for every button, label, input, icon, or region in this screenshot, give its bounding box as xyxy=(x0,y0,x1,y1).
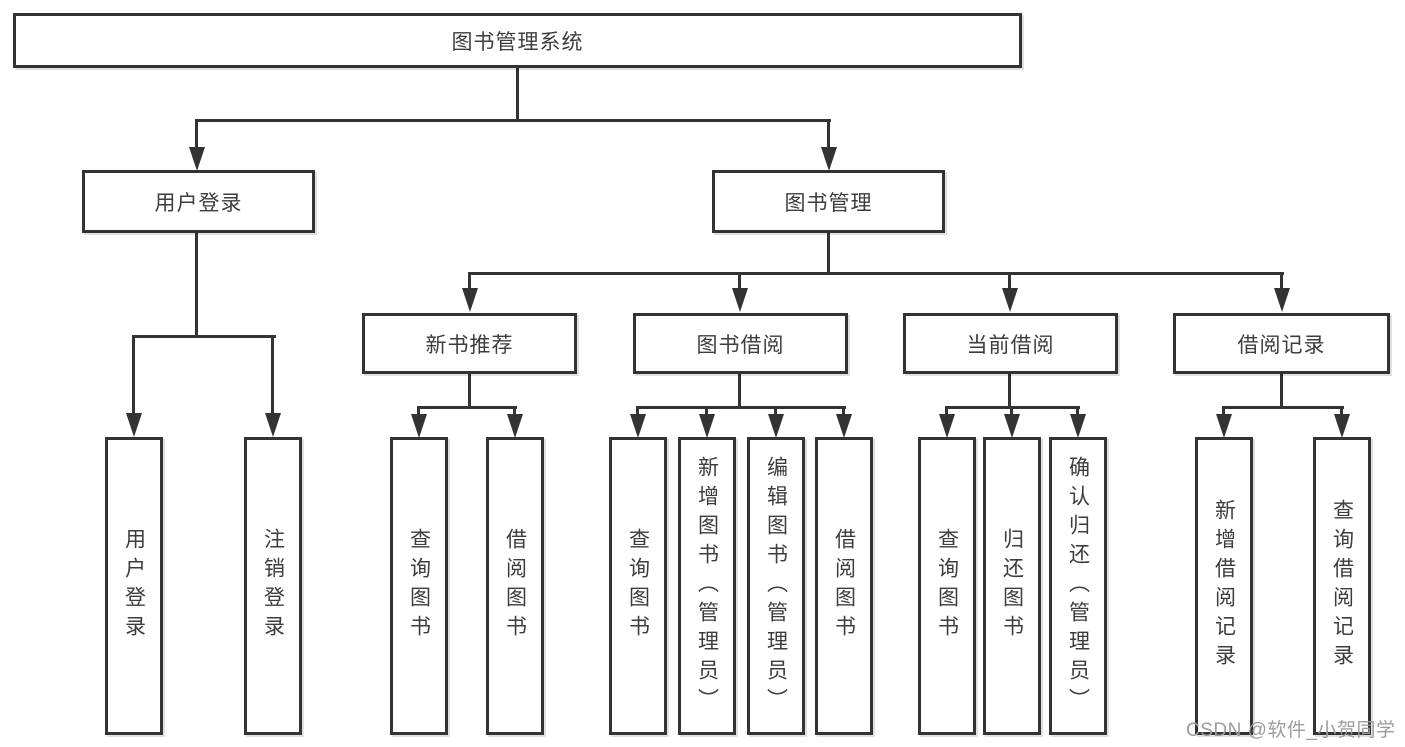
connector-line xyxy=(417,406,517,409)
leaf-newbook-borrow-books-label: 借阅图书 xyxy=(503,528,527,644)
leaf-newbook-query-books-label: 查询图书 xyxy=(407,528,431,644)
connector-line xyxy=(827,231,830,274)
connector-line xyxy=(705,406,708,416)
arrow-down-icon xyxy=(1334,414,1350,438)
arrow-down-icon xyxy=(507,414,523,438)
node-current-borrow-label: 当前借阅 xyxy=(966,333,1055,357)
node-book-borrow-label: 图书借阅 xyxy=(696,333,785,357)
connector-line xyxy=(842,406,845,416)
leaf-confirm-return-admin: 确认归还（管理员） xyxy=(1049,437,1107,735)
arrow-down-icon xyxy=(939,414,955,438)
leaf-user-login: 用户登录 xyxy=(105,437,163,735)
leaf-newbook-query-books: 查询图书 xyxy=(390,437,448,735)
connector-line xyxy=(195,119,198,149)
leaf-add-book-admin-label: 新增图书（管理员） xyxy=(695,455,719,717)
connector-line xyxy=(738,372,741,408)
leaf-borrow-query-books: 查询图书 xyxy=(609,437,667,735)
node-book-borrow: 图书借阅 xyxy=(633,313,848,374)
root-node-label: 图书管理系统 xyxy=(451,30,584,54)
arrow-down-icon xyxy=(768,414,784,438)
connector-line xyxy=(1280,272,1283,290)
connector-line xyxy=(1280,372,1283,408)
connector-line xyxy=(195,231,198,337)
arrow-down-icon xyxy=(1274,288,1290,312)
leaf-borrow-query-books-label: 查询图书 xyxy=(626,528,650,644)
connector-line xyxy=(738,272,741,290)
leaf-current-query-books: 查询图书 xyxy=(918,437,976,735)
connector-line xyxy=(1340,406,1343,416)
leaf-borrow-books: 借阅图书 xyxy=(815,437,873,735)
leaf-query-borrow-record-label: 查询借阅记录 xyxy=(1330,499,1354,673)
connector-line xyxy=(827,119,830,149)
connector-line xyxy=(636,406,639,416)
leaf-add-book-admin: 新增图书（管理员） xyxy=(678,437,736,735)
connector-line xyxy=(1076,406,1079,416)
connector-line xyxy=(132,335,276,338)
node-book-management: 图书管理 xyxy=(712,170,945,233)
leaf-return-books-label: 归还图书 xyxy=(1000,528,1024,644)
arrow-down-icon xyxy=(1004,414,1020,438)
leaf-confirm-return-admin-label: 确认归还（管理员） xyxy=(1066,455,1090,717)
leaf-add-borrow-record-label: 新增借阅记录 xyxy=(1212,499,1236,673)
root-node-library-system: 图书管理系统 xyxy=(13,13,1022,68)
leaf-borrow-books-label: 借阅图书 xyxy=(832,528,856,644)
node-book-management-label: 图书管理 xyxy=(784,191,873,215)
arrow-down-icon xyxy=(1070,414,1086,438)
connector-line xyxy=(468,372,471,408)
leaf-user-login-label: 用户登录 xyxy=(122,528,146,644)
arrow-down-icon xyxy=(126,413,142,437)
leaf-logout: 注销登录 xyxy=(244,437,302,735)
connector-line xyxy=(1222,406,1225,416)
arrow-down-icon xyxy=(732,288,748,312)
leaf-edit-book-admin-label: 编辑图书（管理员） xyxy=(764,455,788,717)
leaf-newbook-borrow-books: 借阅图书 xyxy=(486,437,544,735)
connector-line xyxy=(468,272,1284,275)
leaf-edit-book-admin: 编辑图书（管理员） xyxy=(747,437,805,735)
connector-line xyxy=(1010,406,1013,416)
arrow-down-icon xyxy=(821,147,837,171)
leaf-logout-label: 注销登录 xyxy=(261,528,285,644)
arrow-down-icon xyxy=(265,413,281,437)
connector-line xyxy=(417,406,420,416)
connector-line xyxy=(516,66,519,119)
node-borrow-record-label: 借阅记录 xyxy=(1237,333,1326,357)
arrow-down-icon xyxy=(462,288,478,312)
leaf-current-query-books-label: 查询图书 xyxy=(935,528,959,644)
connector-line xyxy=(468,272,471,290)
csdn-watermark: CSDN @软件_小贺同学 xyxy=(1186,720,1396,741)
arrow-down-icon xyxy=(1002,288,1018,312)
node-new-book-recommend-label: 新书推荐 xyxy=(425,333,514,357)
connector-line xyxy=(774,406,777,416)
node-user-login-label: 用户登录 xyxy=(154,191,243,215)
connector-line xyxy=(132,335,135,415)
connector-line xyxy=(945,406,948,416)
arrow-down-icon xyxy=(836,414,852,438)
connector-line xyxy=(1222,406,1344,409)
arrow-down-icon xyxy=(630,414,646,438)
node-new-book-recommend: 新书推荐 xyxy=(362,313,577,374)
node-current-borrow: 当前借阅 xyxy=(903,313,1118,374)
arrow-down-icon xyxy=(189,147,205,171)
connector-line xyxy=(513,406,516,416)
connector-line xyxy=(1008,372,1011,408)
arrow-down-icon xyxy=(411,414,427,438)
connector-line xyxy=(636,406,846,409)
connector-line xyxy=(195,119,831,122)
arrow-down-icon xyxy=(699,414,715,438)
leaf-return-books: 归还图书 xyxy=(983,437,1041,735)
node-user-login: 用户登录 xyxy=(82,170,315,233)
node-borrow-record: 借阅记录 xyxy=(1173,313,1390,374)
arrow-down-icon xyxy=(1216,414,1232,438)
leaf-query-borrow-record: 查询借阅记录 xyxy=(1313,437,1371,735)
connector-line xyxy=(1008,272,1011,290)
leaf-add-borrow-record: 新增借阅记录 xyxy=(1195,437,1253,735)
connector-line xyxy=(271,335,274,415)
